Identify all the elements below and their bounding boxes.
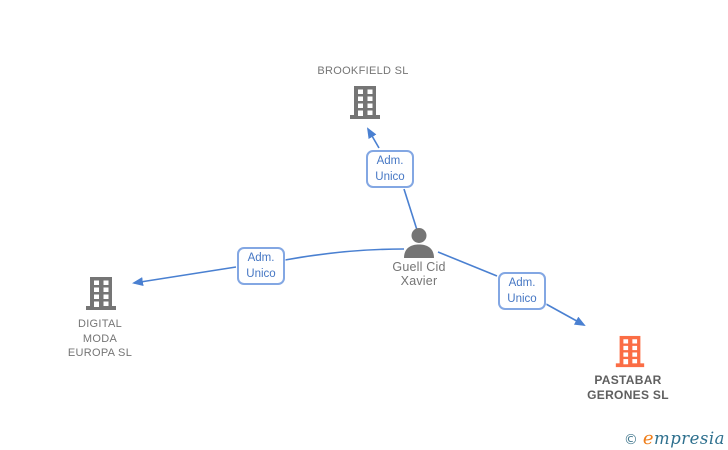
- company-node-pastabar[interactable]: [613, 335, 647, 369]
- brand-wordmark: empresia: [643, 428, 725, 449]
- company-node-brookfield[interactable]: [347, 86, 383, 120]
- edge-person-to-pastabar-segment: [437, 251, 498, 277]
- building-icon: [350, 86, 380, 119]
- brand-initial: e: [642, 428, 655, 449]
- empresia-logo[interactable]: © empresia: [624, 428, 725, 449]
- edge-arrow-to-digital: [132, 266, 237, 287]
- edge-label-adm-unico-top[interactable]: Adm. Unico: [366, 150, 414, 188]
- edge-label-adm-unico-left[interactable]: Adm. Unico: [237, 247, 285, 285]
- person-name-label[interactable]: Guell Cid Xavier: [392, 260, 446, 288]
- building-icon: [86, 277, 116, 310]
- building-icon-highlighted: [615, 335, 645, 368]
- person-node-guell-cid-xavier[interactable]: [402, 228, 436, 259]
- edge-person-to-digital-segment: [284, 248, 405, 261]
- brand-rest: mpresia: [654, 429, 725, 448]
- person-icon: [404, 228, 434, 258]
- company-label-brookfield[interactable]: BROOKFIELD SL: [317, 65, 409, 77]
- edge-arrow-to-pastabar: [545, 303, 586, 326]
- edge-label-adm-unico-right[interactable]: Adm. Unico: [498, 272, 546, 310]
- company-label-digital-moda[interactable]: DIGITAL MODA EUROPA SL: [67, 318, 133, 359]
- edge-arrow-to-brookfield: [366, 127, 380, 149]
- edge-person-to-brookfield-segment: [403, 188, 418, 231]
- company-node-digital-moda[interactable]: [83, 277, 119, 311]
- copyright-icon: ©: [623, 432, 638, 448]
- company-label-pastabar[interactable]: PASTABAR GERONES SL: [587, 373, 669, 402]
